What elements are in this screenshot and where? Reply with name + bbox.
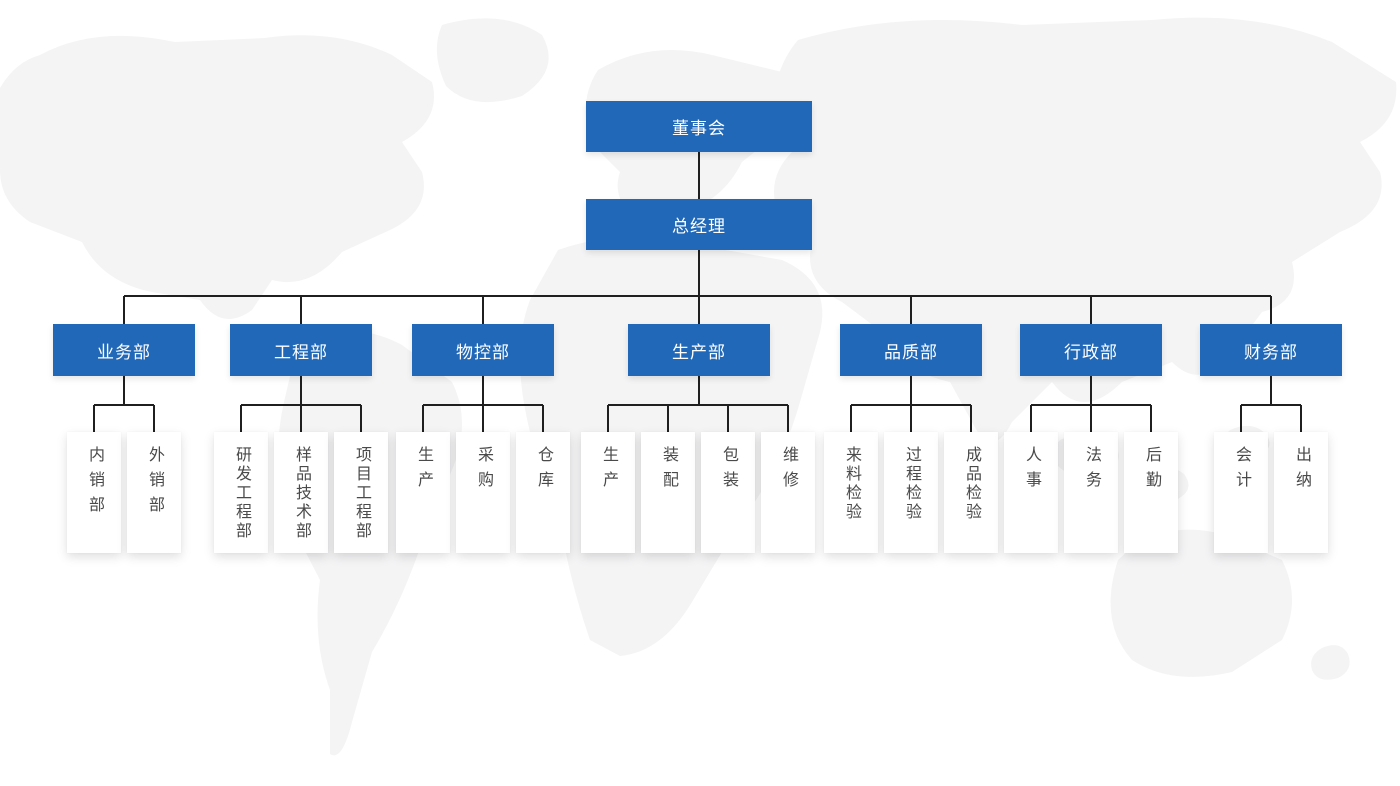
org-leaf-node: 会计 [1214,432,1268,553]
org-leaf-node: 装配 [641,432,695,553]
leaf-label: 成品检验 [963,446,980,522]
leaf-label: 内销部 [86,446,103,521]
org-node-dept-quality: 品质部 [840,324,982,376]
org-node-board: 董事会 [586,101,812,152]
leaf-label: 法务 [1083,446,1100,496]
leaf-label: 人事 [1023,446,1040,496]
org-node-dept-finance: 财务部 [1200,324,1342,376]
org-leaf-node: 采购 [456,432,510,553]
org-leaf-node: 仓库 [516,432,570,553]
org-node-dept-admin: 行政部 [1020,324,1162,376]
leaf-label: 装配 [660,446,677,496]
org-leaf-node: 维修 [761,432,815,553]
leaf-label: 仓库 [535,446,552,496]
leaf-label: 出纳 [1293,446,1310,496]
leaf-label: 研发工程部 [233,446,250,541]
leaf-label: 包装 [720,446,737,496]
org-leaf-node: 生产 [581,432,635,553]
leaf-label: 外销部 [146,446,163,521]
org-leaf-node: 样品技术部 [274,432,328,553]
org-leaf-node: 成品检验 [944,432,998,553]
org-leaf-node: 后勤 [1124,432,1178,553]
org-node-dept-engineering: 工程部 [230,324,372,376]
org-leaf-node: 研发工程部 [214,432,268,553]
org-leaf-node: 生产 [396,432,450,553]
org-leaf-node: 人事 [1004,432,1058,553]
org-leaf-node: 过程检验 [884,432,938,553]
org-leaf-node: 包装 [701,432,755,553]
leaf-label: 后勤 [1143,446,1160,496]
org-leaf-node: 项目工程部 [334,432,388,553]
leaf-label: 项目工程部 [353,446,370,541]
org-leaf-node: 出纳 [1274,432,1328,553]
leaf-label: 来料检验 [843,446,860,522]
org-leaf-node: 法务 [1064,432,1118,553]
org-node-general-manager: 总经理 [586,199,812,250]
org-node-dept-production: 生产部 [628,324,770,376]
org-leaf-node: 内销部 [67,432,121,553]
leaf-label: 维修 [780,446,797,496]
org-leaf-node: 来料检验 [824,432,878,553]
leaf-label: 生产 [600,446,617,496]
leaf-label: 生产 [415,446,432,496]
leaf-label: 会计 [1233,446,1250,496]
org-leaf-node: 外销部 [127,432,181,553]
leaf-label: 过程检验 [903,446,920,522]
leaf-label: 采购 [475,446,492,496]
org-node-dept-material-control: 物控部 [412,324,554,376]
org-node-dept-business: 业务部 [53,324,195,376]
leaf-label: 样品技术部 [293,446,310,541]
